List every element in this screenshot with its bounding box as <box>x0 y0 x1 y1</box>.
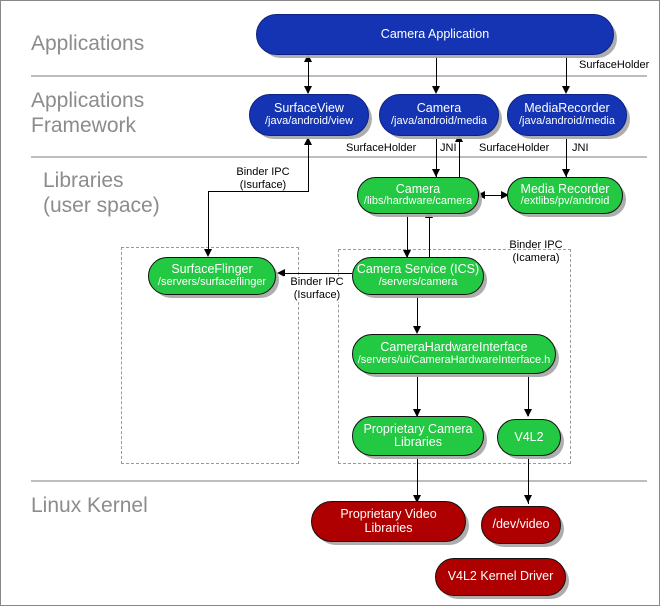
connector-chi-proprietary-camera <box>417 374 418 416</box>
arrow-app-mediarecorder-down <box>561 86 570 94</box>
arrow-mediarecorder-down <box>561 169 570 177</box>
annotation-binder-ipc-icamera: Binder IPC (Icamera) <box>509 239 563 264</box>
arrow-camera-jni-up <box>454 134 463 142</box>
arrow-camera-java-down <box>431 169 440 177</box>
connector-app-surfaceview <box>308 57 309 93</box>
arrow-chi-proprietary-camera-down <box>412 409 421 417</box>
node-v4l2-kernel-driver[interactable]: V4L2 Kernel Driver <box>435 558 566 596</box>
node-title: Media Recorder <box>520 181 610 196</box>
arrow-v4l2-devvideo-down <box>523 495 532 503</box>
node-title: Proprietary Video <box>340 507 437 521</box>
node-subtitle: /servers/surfaceflinger <box>157 275 267 288</box>
node-title: MediaRecorder <box>524 101 610 116</box>
node-subtitle: /java/android/media <box>390 114 487 127</box>
connector-mediarecorder-down <box>566 137 567 177</box>
arrow-app-surfaceview-down <box>303 86 312 94</box>
annotation-binder-ipc-isurface-mid: Binder IPC (Isurface) <box>284 276 350 302</box>
connector-surfaceview-binder <box>308 145 309 191</box>
connector-proprietary-camera-video <box>417 456 418 504</box>
node-proprietary-video-libraries[interactable]: Proprietary Video Libraries <box>311 501 466 542</box>
arrow-surfaceview-up <box>303 137 312 145</box>
node-surfaceflinger[interactable]: SurfaceFlinger /servers/surfaceflinger <box>148 257 276 295</box>
node-camera-native[interactable]: Camera /libs/hardware/camera <box>357 177 479 214</box>
divider-linux-kernel <box>31 480 647 482</box>
arrow-service-surfaceflinger-left <box>277 268 285 277</box>
arrow-camera-service-down <box>402 250 411 258</box>
node-subtitle: /java/android/media <box>518 114 615 127</box>
node-v4l2[interactable]: V4L2 <box>497 419 561 456</box>
arrow-binder-isurface-down <box>203 249 212 257</box>
arrow-camera-mediarecorder-left <box>477 190 485 199</box>
node-subtitle: /servers/camera <box>378 275 458 288</box>
node-subtitle: /servers/ui/CameraHardwareInterface.h <box>357 353 551 366</box>
node-title: V4L2 <box>514 429 544 444</box>
node-title: Camera <box>416 101 462 116</box>
connector-camera-service-up <box>429 213 430 258</box>
connector-camera-jni-up <box>459 137 460 177</box>
connector-camera-java-down <box>436 137 437 177</box>
node-title: CameraHardwareInterface <box>380 340 528 355</box>
layer-label-linux-kernel: Linux Kernel <box>31 494 148 517</box>
node-title: /dev/video <box>492 517 550 532</box>
node-subtitle: /extlibs/pv/android <box>520 195 610 208</box>
annotation-surfaceholder-camera: SurfaceHolder <box>346 142 417 154</box>
annotation-binder-ipc-isurface-top: Binder IPC (Isurface) <box>236 166 290 191</box>
node-surfaceview[interactable]: SurfaceView /java/android/view <box>249 94 369 136</box>
arrow-camera-mediarecorder-right <box>501 190 509 199</box>
node-title: Camera Application <box>380 26 490 41</box>
layer-label-applications: Applications <box>31 32 145 55</box>
annotation-surfaceholder-recorder: SurfaceHolder <box>479 142 550 154</box>
annotation-jni-camera: JNI <box>440 142 457 154</box>
node-mediarecorder[interactable]: MediaRecorder /java/android/media <box>507 94 627 136</box>
node-proprietary-camera-libraries[interactable]: Proprietary Camera Libraries <box>352 416 484 456</box>
arrow-app-surfaceview-up <box>303 54 312 62</box>
node-media-recorder-native[interactable]: Media Recorder /extlibs/pv/android <box>507 177 623 214</box>
node-title: SurfaceFlinger <box>171 262 253 277</box>
annotation-surfaceholder-app: SurfaceHolder <box>579 59 650 71</box>
connector-binder-isurface-horizontal <box>208 191 309 192</box>
divider-applications <box>31 75 647 77</box>
connector-chi-v4l2 <box>528 374 529 416</box>
node-camera-application[interactable]: Camera Application <box>256 14 614 55</box>
dashed-group-camera-stack <box>338 249 571 464</box>
node-subtitle: Libraries <box>364 520 413 535</box>
node-camera-hardware-interface[interactable]: CameraHardwareInterface /servers/ui/Came… <box>352 334 556 374</box>
node-camera-java[interactable]: Camera /java/android/media <box>379 94 499 136</box>
layer-label-libraries: Libraries (user space) <box>43 169 160 217</box>
node-title: Proprietary Camera <box>363 421 473 436</box>
node-dev-video[interactable]: /dev/video <box>481 506 561 544</box>
connector-binder-isurface-vertical <box>208 191 209 253</box>
node-title: Camera <box>395 181 441 196</box>
node-title: Camera Service (ICS) <box>356 262 480 277</box>
connector-camera-mediarecorder <box>480 195 508 196</box>
arrow-app-camera-down <box>431 86 440 94</box>
arrow-camera-service-up <box>424 210 433 218</box>
node-subtitle: /java/android/view <box>264 114 354 127</box>
connector-v4l2-devvideo <box>528 456 529 504</box>
node-title: V4L2 Kernel Driver <box>447 569 554 584</box>
node-camera-service[interactable]: Camera Service (ICS) /servers/camera <box>352 257 484 295</box>
connector-app-mediarecorder <box>566 54 567 88</box>
layer-label-applications-framework: Applications Framework <box>31 89 145 137</box>
connector-service-chi <box>417 294 418 330</box>
divider-applications-framework <box>31 156 647 158</box>
connector-service-surfaceflinger <box>284 273 352 274</box>
connector-camera-service-down <box>407 213 408 258</box>
node-subtitle: /libs/hardware/camera <box>363 195 473 208</box>
arrow-service-chi-down <box>412 326 421 334</box>
node-title: SurfaceView <box>274 101 344 116</box>
connector-app-camera <box>436 54 437 88</box>
annotation-jni-recorder: JNI <box>572 142 589 154</box>
dashed-group-surfaceflinger <box>121 247 299 464</box>
arrow-proprietary-video-down <box>412 495 421 503</box>
node-subtitle: Libraries <box>394 435 442 449</box>
arrow-chi-v4l2-down <box>523 409 532 417</box>
